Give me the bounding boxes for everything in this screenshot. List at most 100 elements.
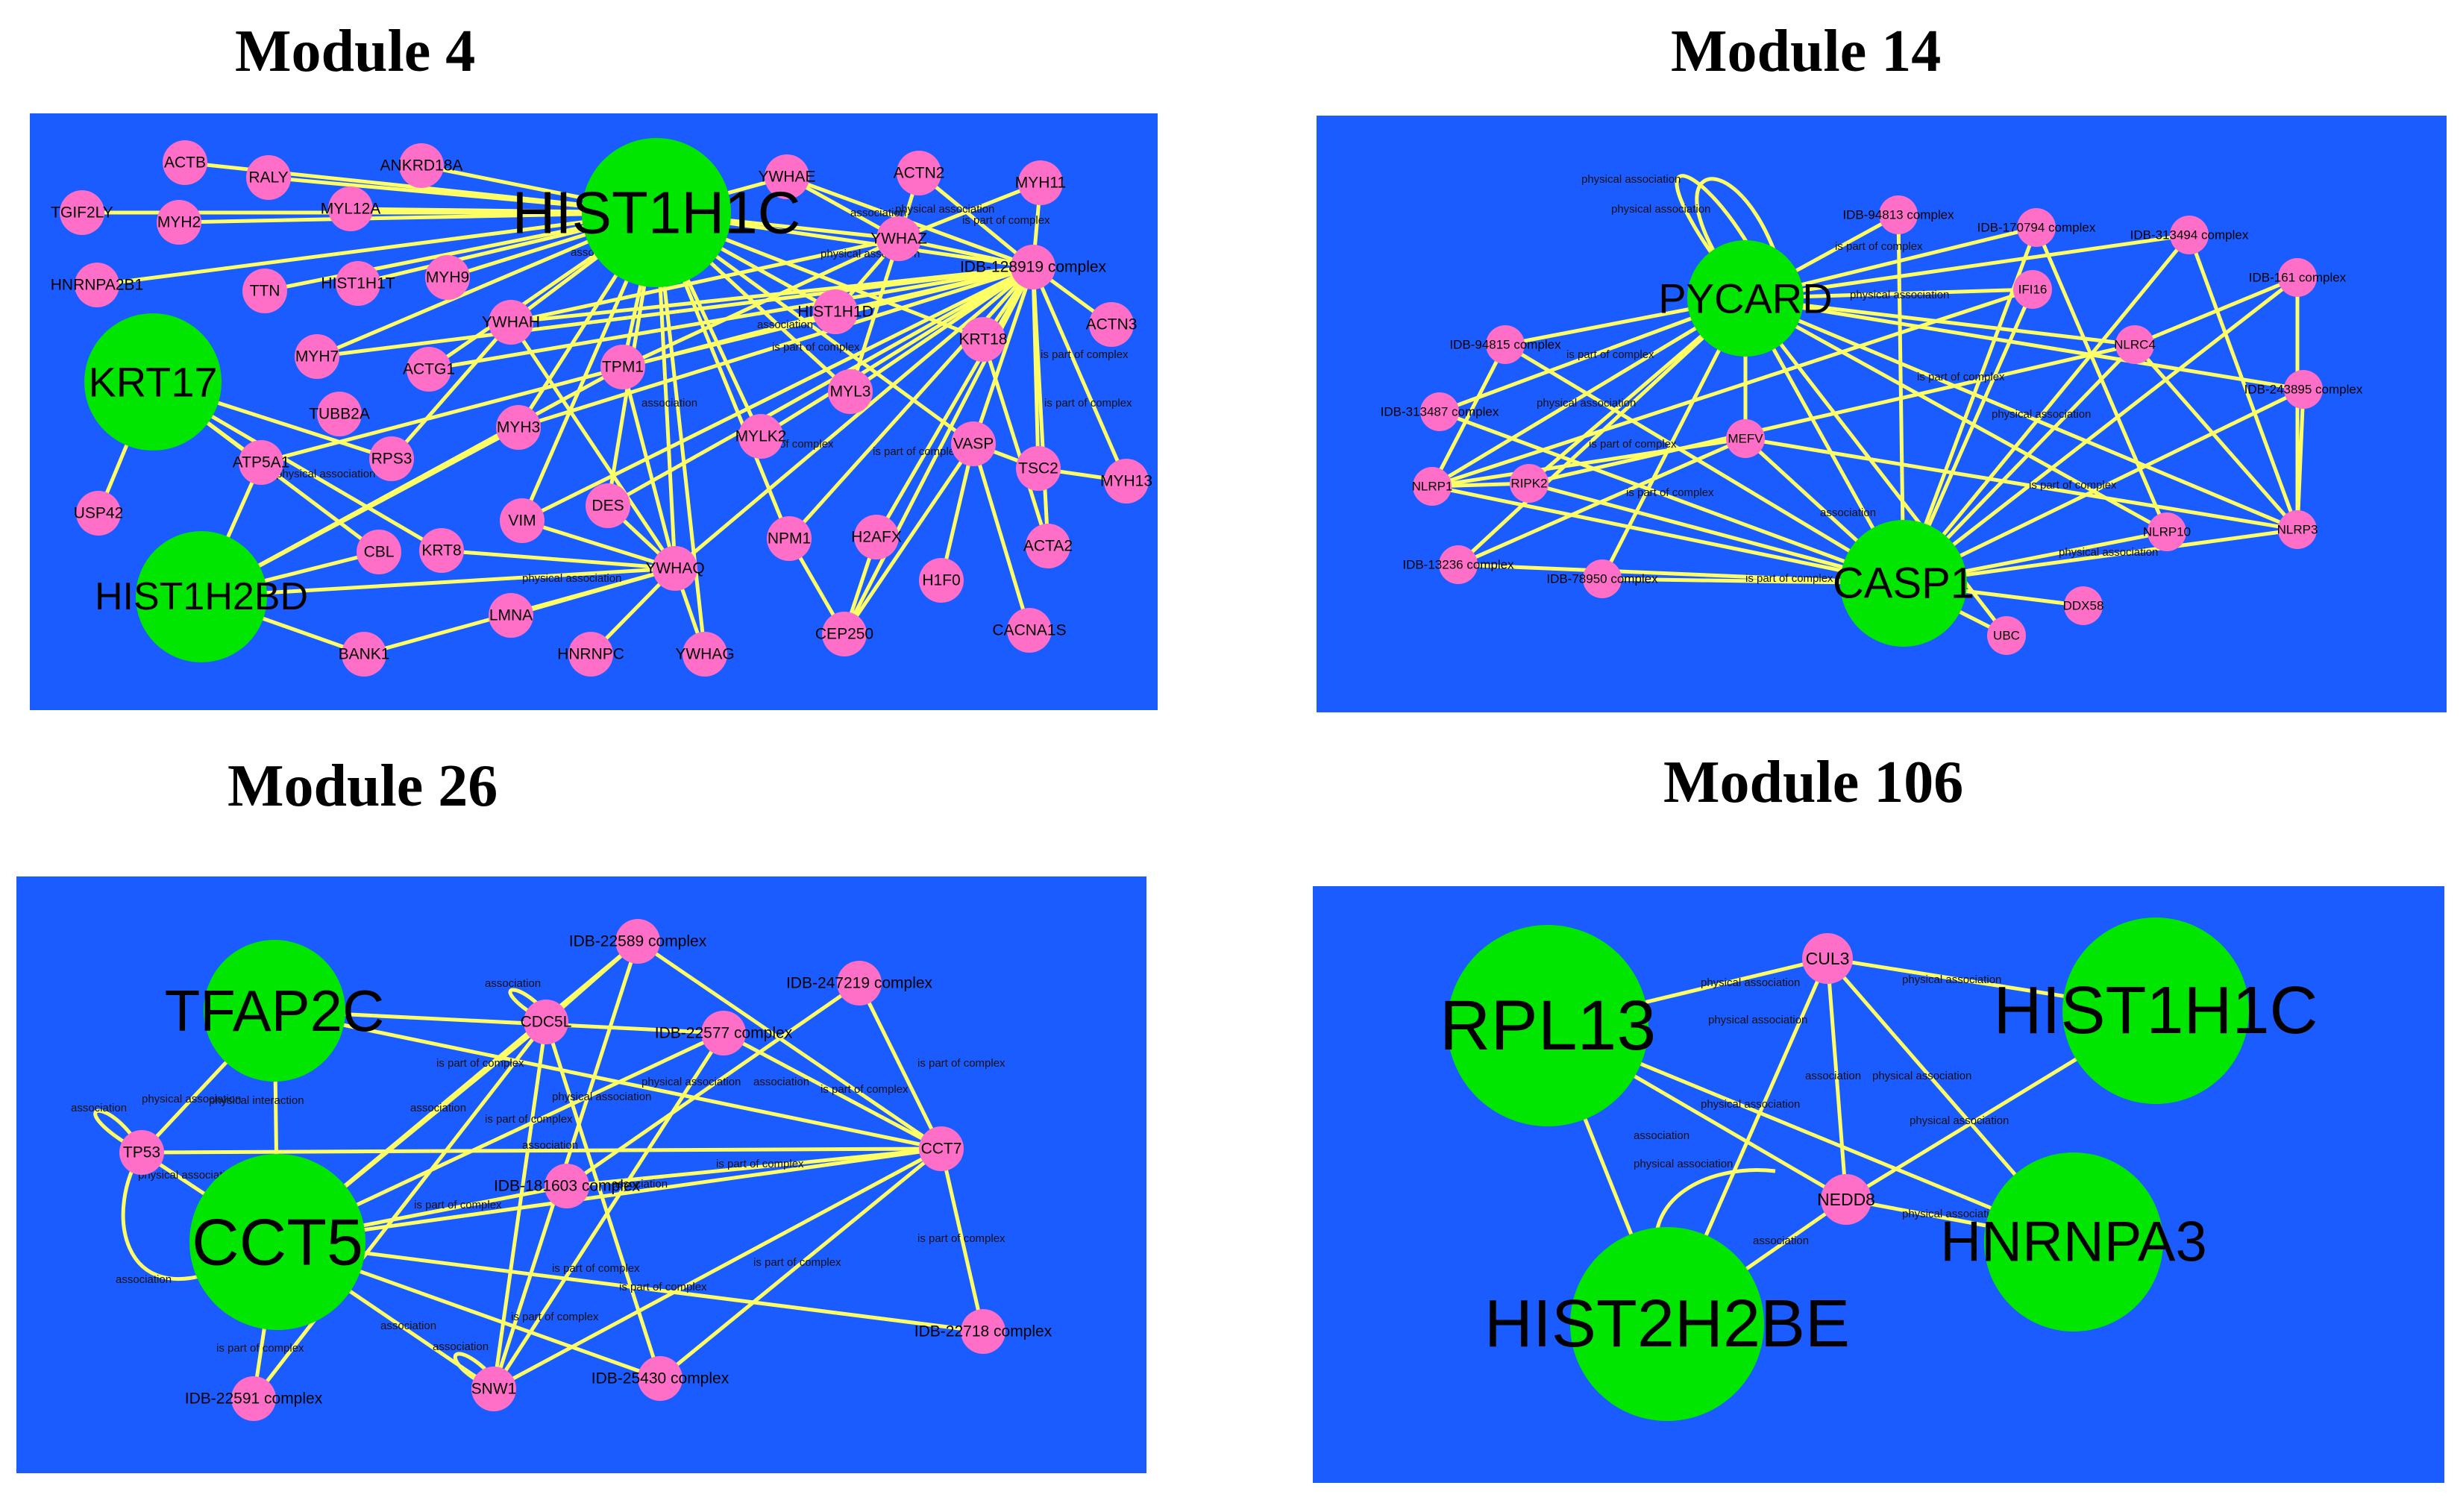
node-label-tpm1: TPM1: [602, 359, 644, 376]
node-label-idb-22718-complex: IDB-22718 complex: [914, 1323, 1052, 1340]
node-label-mylk2: MYLK2: [735, 428, 787, 445]
node-label-nlrp3: NLRP3: [2277, 523, 2318, 537]
edge-atp5a1-hist1h1d: [260, 310, 836, 465]
node-label-idb-13236-complex: IDB-13236 complex: [1402, 558, 1514, 572]
edge-idb-128919-complex-vasp: [971, 266, 1035, 445]
edge-idb-22577-complex-snw1: [492, 1032, 726, 1390]
node-label-ddx58: DDX58: [2063, 599, 2104, 613]
node-ywhag: [683, 632, 727, 677]
node-ywhah: [489, 300, 533, 345]
edge-idb-128919-complex-ywhaz: [898, 236, 1034, 269]
edge-label: is part of complex: [1745, 572, 1833, 585]
node-label-ifi16: IFI16: [2018, 283, 2048, 297]
edge-mefv-nlrp3: [1745, 436, 2298, 532]
module-14-title: Module 14: [1671, 19, 1941, 84]
edge-idb-128919-complex-mylk2: [759, 265, 1035, 439]
edge-label: association: [1805, 1070, 1861, 1082]
edge-cdc5l-idb-25430-complex: [544, 1021, 662, 1379]
node-label-idb-313487-complex: IDB-313487 complex: [1381, 405, 1499, 419]
hub-label-rpl13: RPL13: [1440, 986, 1656, 1065]
edge-idb-247219-complex-cct7: [857, 982, 944, 1150]
node-tgif2ly: [60, 190, 104, 235]
node-snw1: [471, 1367, 516, 1411]
node-idb-22589-complex: [615, 919, 660, 964]
node-label-raly: RALY: [248, 169, 288, 186]
node-label-tgif2ly: TGIF2LY: [51, 204, 113, 222]
edge-idb-128919-complex-myh13: [1031, 266, 1129, 482]
edge-label: is part of complex: [1566, 348, 1654, 361]
node-actg1: [407, 347, 451, 392]
edge-idb-247219-complex-idb-181603-complex: [565, 981, 861, 1188]
edge-label: physical association: [522, 572, 621, 585]
node-label-actg1: ACTG1: [403, 361, 455, 378]
edge-label: physical association: [1902, 1208, 2001, 1220]
edge-ywhaz-myl3: [848, 238, 901, 392]
module-4-edge-labels: association physical association is part o…: [276, 203, 1132, 585]
edge-snw1-cct7: [492, 1146, 943, 1391]
edge-label: physical association: [142, 1093, 241, 1105]
node-label-h2afx: H2AFX: [851, 529, 902, 546]
node-actb: [163, 140, 207, 185]
node-label-cct7: CCT7: [921, 1141, 962, 1158]
node-label-tubb2a: TUBB2A: [309, 406, 370, 423]
node-label-myh2: MYH2: [157, 214, 201, 231]
edge-label: is part of complex: [511, 1311, 599, 1323]
node-label-des: DES: [592, 498, 624, 515]
hub-label-hist1h2bd: HIST1H2BD: [95, 575, 308, 618]
hub-label-pycard: PYCARD: [1658, 275, 1832, 322]
node-bank1: [342, 632, 386, 677]
node-krt18: [961, 317, 1005, 362]
node-nlrp1: [1413, 467, 1452, 506]
node-idb-25430-complex: [638, 1356, 683, 1401]
node-npm1: [767, 516, 812, 561]
node-idb-313494-complex: [2170, 216, 2209, 254]
edge-hist1h1c-myh2: [178, 210, 657, 225]
edge-ripk2-nlrc4: [1528, 342, 2136, 486]
edge-casp1-idb-243895-complex: [1902, 387, 2305, 586]
node-label-ripk2: RIPK2: [1510, 477, 1547, 491]
node-ywhaq: [653, 546, 697, 591]
node-myl12a: [328, 186, 373, 231]
node-ddx58: [2064, 586, 2103, 625]
node-idb-22718-complex: [961, 1309, 1005, 1354]
node-label-idb-22589-complex: IDB-22589 complex: [569, 933, 707, 950]
edge-idb-128919-complex-npm1: [788, 266, 1035, 540]
edge-idb-25430-complex-cct7: [659, 1147, 943, 1380]
node-idb-128919-complex: [1011, 245, 1055, 289]
edge-label: is part of complex: [962, 214, 1050, 227]
node-label-nlrc4: NLRC4: [2114, 338, 2156, 352]
node-hnrnpc: [568, 632, 613, 677]
edge-label: physical association: [1701, 976, 1800, 989]
edge-tfap2c-idb-22577-complex: [274, 1008, 724, 1035]
node-label-krt18: KRT18: [959, 331, 1008, 348]
edge-idb-128919-complex-myh3: [518, 265, 1034, 430]
edge-label: is part of complex: [1041, 348, 1129, 361]
edge-label: is part of complex: [917, 1232, 1005, 1245]
node-label-idb-94815-complex: IDB-94815 complex: [1449, 338, 1561, 352]
edge-mefv-idb-13236-complex: [1457, 436, 1747, 567]
edge-label: is part of complex: [1589, 438, 1677, 451]
node-label-idb-181603-complex: IDB-181603 complex: [494, 1178, 641, 1195]
node-hnrnpa2b1: [75, 263, 119, 307]
edge-cul3-nedd8: [1825, 958, 1848, 1200]
node-label-cdc5l: CDC5L: [521, 1014, 572, 1031]
edge-label: association: [1820, 506, 1876, 519]
node-label-acta2: ACTA2: [1023, 538, 1073, 555]
node-label-actb: ACTB: [164, 154, 206, 172]
edge-label: is part of complex: [753, 1256, 841, 1269]
edge-label: physical interaction: [209, 1094, 304, 1107]
edge-cdc5l-idb-22591-complex: [252, 1020, 547, 1400]
edge-label: is part of complex: [1044, 397, 1132, 410]
edge-label: is part of complex: [1917, 371, 2005, 383]
node-label-idb-22591-complex: IDB-22591 complex: [185, 1390, 323, 1408]
node-idb-170794-complex: [2017, 208, 2056, 247]
node-label-ywhae: YWHAE: [758, 169, 815, 186]
edge-label: association: [641, 397, 697, 410]
module-4-nodes: ACTBRALYANKRD18ATGIF2LYMYH2MYL12AHNRNPA2…: [51, 138, 1152, 677]
edge-label: physical association: [1850, 289, 1949, 301]
node-label-myh3: MYH3: [497, 419, 540, 436]
edge-ywhaq-tpm1: [621, 366, 677, 569]
self-loop-edge: [121, 1151, 225, 1281]
